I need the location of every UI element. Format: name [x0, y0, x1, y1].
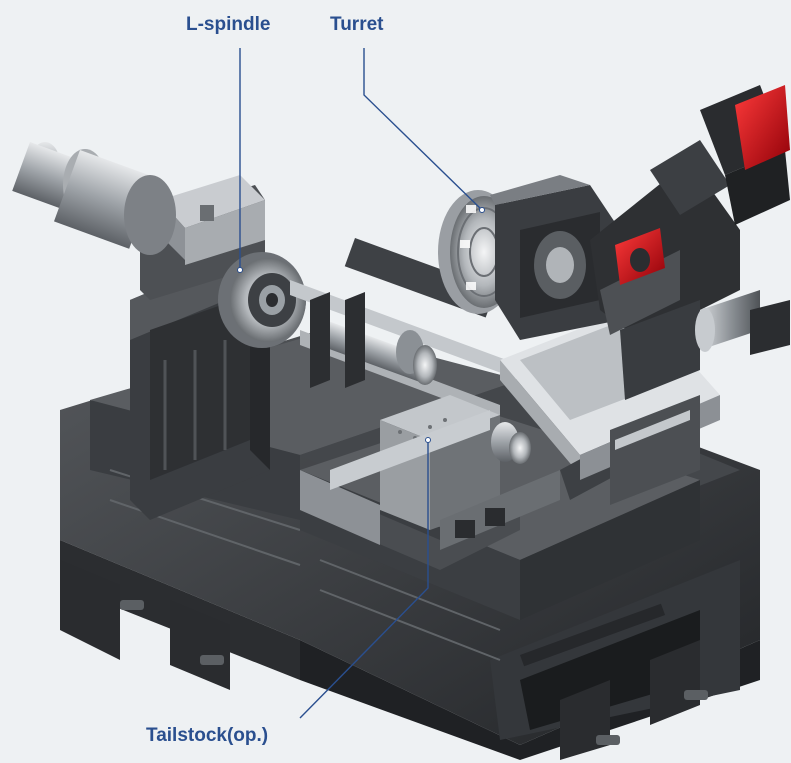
turret-drive: [590, 85, 790, 400]
label-turret: Turret: [330, 14, 384, 35]
leader-dots: [237, 207, 485, 443]
leader-line-turret: [363, 48, 483, 211]
spindle-motor: [12, 142, 176, 255]
turret: [438, 175, 620, 340]
leader-lines: [239, 48, 483, 719]
label-tailstock: Tailstock(op.): [146, 725, 269, 746]
leader-line-tailstock: [299, 440, 429, 719]
label-l-spindle: L-spindle: [186, 14, 271, 35]
l-spindle-chuck: [218, 252, 306, 348]
front-details: [330, 395, 700, 550]
